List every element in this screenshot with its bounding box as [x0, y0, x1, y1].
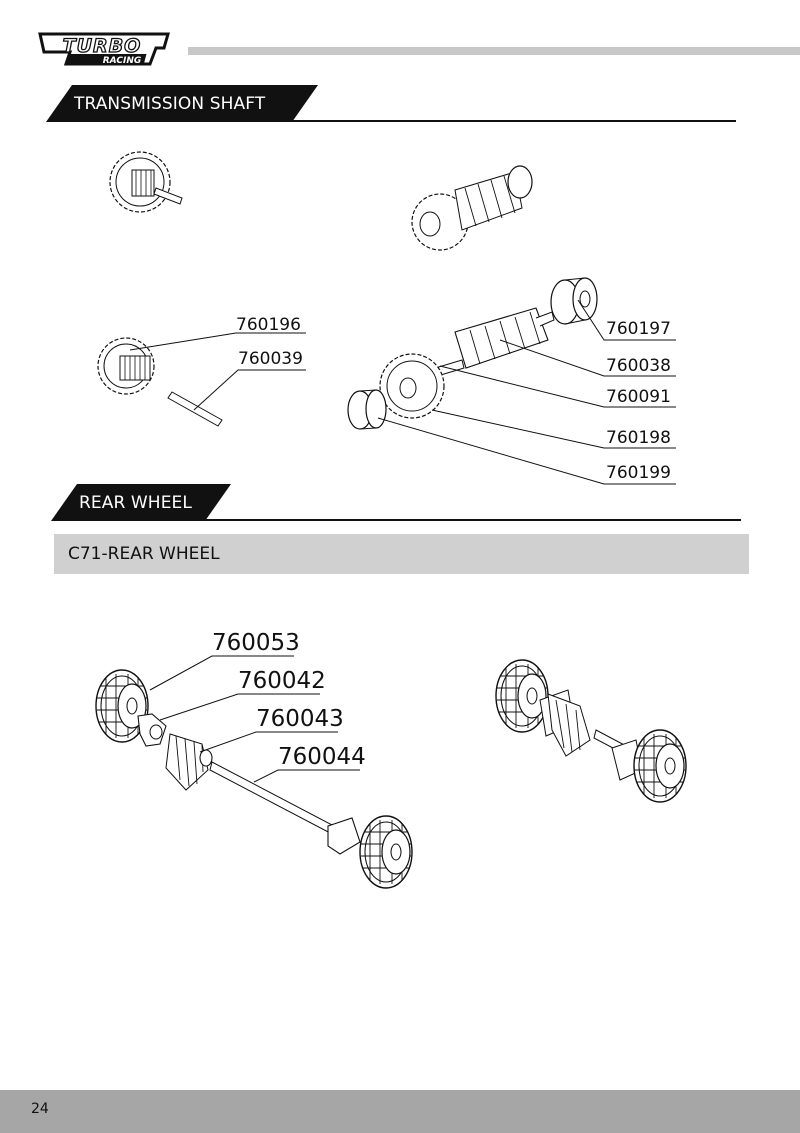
part-number-760198: 760198	[606, 428, 671, 448]
turbo-racing-logo: TURBO RACING	[38, 32, 170, 66]
rear-wheel-exploded-icon	[95, 669, 413, 889]
rear-wheel-assembled-icon	[495, 659, 687, 803]
spur-gear-part-760198-icon	[379, 353, 445, 419]
part-number-760042: 760042	[238, 668, 326, 694]
part-number-760197: 760197	[606, 319, 671, 339]
section-tab-rear-wheel: REAR WHEEL	[51, 484, 231, 521]
part-number-760053: 760053	[212, 630, 300, 656]
section-title-transmission: TRANSMISSION SHAFT	[74, 94, 266, 114]
part-number-760043: 760043	[256, 706, 344, 732]
shaft-assembly-icon	[411, 165, 533, 251]
logo-sub-text: RACING	[103, 56, 142, 66]
subsection-bar: C71-REAR WHEEL	[54, 534, 749, 574]
leader-lines-rear-wheel	[149, 655, 360, 783]
part-number-760199: 760199	[606, 463, 671, 483]
bearing-part-760197-icon	[550, 277, 598, 325]
part-number-760038: 760038	[606, 356, 671, 376]
page-footer: 24	[0, 1090, 800, 1133]
part-number-760091: 760091	[606, 387, 671, 407]
section-rule-transmission	[290, 120, 736, 122]
part-number-760196: 760196	[236, 315, 301, 335]
logo-main-text: TURBO	[63, 35, 142, 57]
section-rule-rear-wheel	[204, 519, 741, 521]
header-bar	[188, 47, 800, 55]
section-title-rear-wheel: REAR WHEEL	[79, 493, 192, 513]
subsection-title: C71-REAR WHEEL	[68, 544, 220, 564]
bearing-part-760199-icon	[347, 389, 387, 430]
section-tab-transmission: TRANSMISSION SHAFT	[46, 85, 318, 122]
gear-assembly-icon	[109, 151, 183, 213]
page-number: 24	[31, 1101, 49, 1117]
gear-part-760196-icon	[97, 337, 155, 395]
part-number-760039: 760039	[238, 349, 303, 369]
part-number-760044: 760044	[278, 744, 366, 770]
leader-lines-transmission	[129, 299, 676, 485]
worm-gear-part-760038-icon	[454, 307, 555, 369]
